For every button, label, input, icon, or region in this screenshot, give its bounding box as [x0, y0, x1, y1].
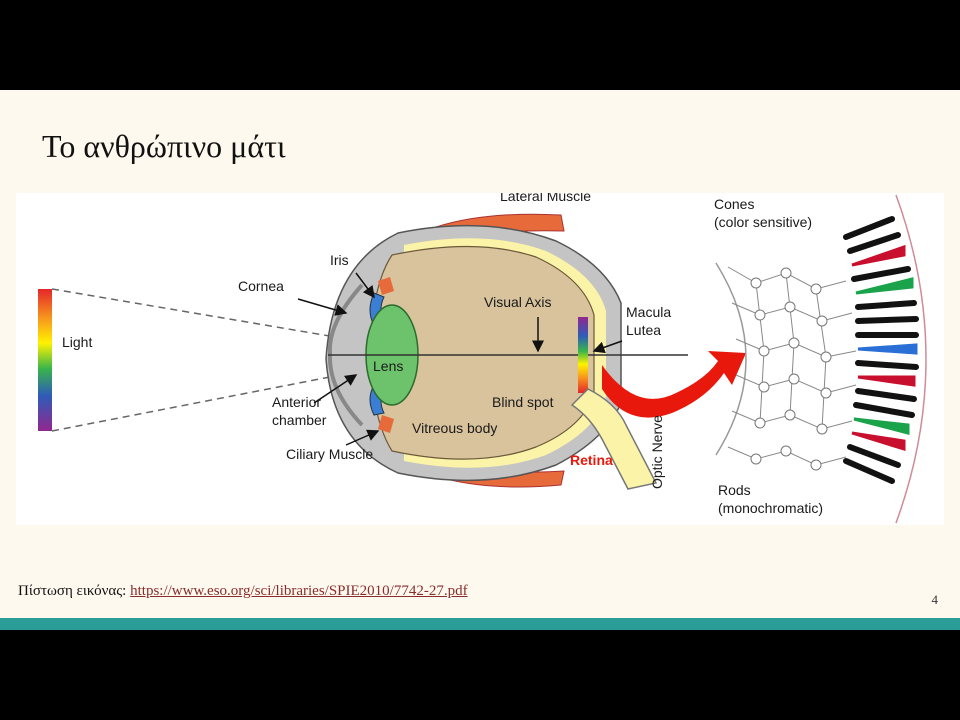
neuron-cells — [750, 267, 832, 471]
eye-diagram: Light Lens — [16, 193, 944, 525]
retina-image-spectrum — [578, 317, 588, 393]
pointer-macula — [592, 340, 623, 354]
light-spectrum-bar — [38, 289, 52, 431]
page-number: 4 — [931, 592, 939, 607]
ciliary-muscle-bottom — [378, 415, 394, 433]
slide: Το ανθρώπινο μάτι — [0, 90, 960, 620]
light-ray-bottom — [51, 368, 372, 432]
ciliary-muscle-top — [378, 277, 394, 295]
label-ciliary-muscle: Ciliary Muscle — [286, 446, 373, 462]
label-rods-sub: (monochromatic) — [718, 500, 823, 516]
light-ray-top — [51, 288, 372, 344]
retina-arc-inner — [715, 262, 747, 456]
label-iris: Iris — [330, 252, 349, 268]
image-credit: Πίστωση εικόνας: https://www.eso.org/sci… — [18, 583, 468, 600]
optic-nerve — [570, 388, 658, 490]
retina-arc-outer — [895, 194, 927, 524]
label-vitreous-body: Vitreous body — [412, 420, 497, 436]
pointer-anterior — [313, 374, 358, 404]
label-cones: Cones — [714, 196, 754, 212]
pointer-ciliary — [345, 429, 380, 446]
photoreceptors — [843, 216, 919, 484]
retina-detail: Cones (color sensitive) Rods (monochroma… — [714, 194, 927, 524]
pointer-cornea — [297, 298, 348, 316]
label-anterior: Anterior — [272, 394, 321, 410]
label-cones-sub: (color sensitive) — [714, 214, 812, 230]
neuron-network — [727, 266, 857, 466]
label-rods: Rods — [718, 482, 751, 498]
credit-label: Πίστωση εικόνας: — [18, 583, 131, 599]
eye-diagram-svg: Light Lens — [38, 193, 927, 524]
label-visual-axis: Visual Axis — [484, 294, 551, 310]
slide-title: Το ανθρώπινο μάτι — [42, 128, 286, 164]
label-cornea: Cornea — [238, 278, 284, 294]
label-light: Light — [62, 334, 92, 350]
label-lateral-muscle: Lateral Muscle — [500, 193, 591, 204]
magnify-arrow — [602, 351, 746, 418]
label-chamber: chamber — [272, 412, 327, 428]
label-lutea: Lutea — [626, 322, 661, 338]
label-macula: Macula — [626, 304, 671, 320]
label-lens: Lens — [373, 358, 403, 374]
footer-stripe — [0, 618, 960, 630]
pointer-iris — [355, 272, 375, 299]
credit-link[interactable]: https://www.eso.org/sci/libraries/SPIE20… — [130, 583, 468, 599]
label-retina: Retina — [570, 452, 613, 468]
label-optic-nerve: Optic Nerve — [649, 415, 665, 489]
label-blind-spot: Blind spot — [492, 394, 554, 410]
